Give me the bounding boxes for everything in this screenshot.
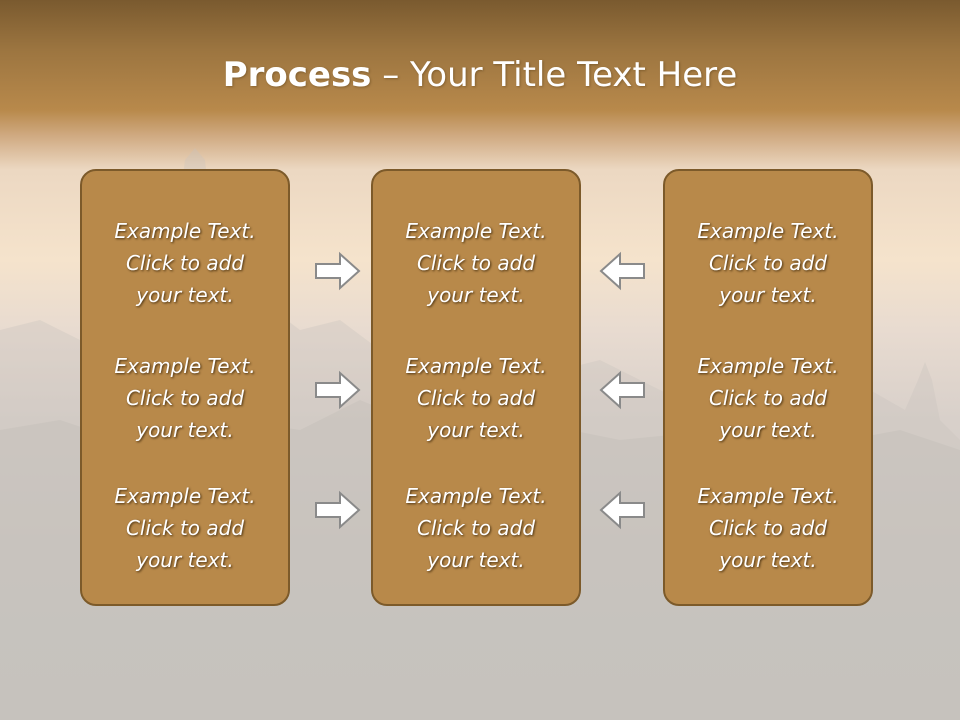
text-block[interactable]: Example Text. Click to add your text. [82, 480, 288, 576]
right-arrow-icon[interactable] [314, 490, 362, 530]
text-line: Example Text. [697, 354, 839, 378]
text-line: your text. [136, 548, 234, 572]
text-block[interactable]: Example Text. Click to add your text. [82, 350, 288, 446]
text-line: Click to add [708, 386, 828, 410]
title-rest: – Your Title Text Here [371, 55, 738, 95]
text-block[interactable]: Example Text. Click to add your text. [373, 480, 579, 576]
text-line: your text. [136, 283, 234, 307]
text-line: Example Text. [405, 484, 547, 508]
process-box-right[interactable]: Example Text. Click to add your text. Ex… [663, 169, 873, 606]
text-block[interactable]: Example Text. Click to add your text. [665, 350, 871, 446]
text-line: your text. [719, 283, 817, 307]
text-block[interactable]: Example Text. Click to add your text. [82, 215, 288, 311]
text-line: Example Text. [405, 219, 547, 243]
text-line: your text. [136, 418, 234, 442]
process-box-center[interactable]: Example Text. Click to add your text. Ex… [371, 169, 581, 606]
text-block[interactable]: Example Text. Click to add your text. [665, 215, 871, 311]
left-arrow-icon[interactable] [598, 251, 646, 291]
right-arrow-icon[interactable] [314, 370, 362, 410]
text-line: Example Text. [114, 219, 256, 243]
text-line: your text. [719, 548, 817, 572]
text-line: your text. [719, 418, 817, 442]
text-line: Example Text. [114, 354, 256, 378]
text-block[interactable]: Example Text. Click to add your text. [373, 350, 579, 446]
text-line: Example Text. [114, 484, 256, 508]
text-line: Click to add [125, 386, 245, 410]
text-line: Click to add [125, 251, 245, 275]
slide-title[interactable]: Process – Your Title Text Here [0, 52, 960, 98]
text-line: Click to add [416, 516, 536, 540]
text-line: Example Text. [697, 484, 839, 508]
text-line: Click to add [125, 516, 245, 540]
text-line: Click to add [416, 251, 536, 275]
text-block[interactable]: Example Text. Click to add your text. [665, 480, 871, 576]
text-block[interactable]: Example Text. Click to add your text. [373, 215, 579, 311]
left-arrow-icon[interactable] [598, 490, 646, 530]
text-line: your text. [427, 548, 525, 572]
text-line: your text. [427, 283, 525, 307]
text-line: Click to add [708, 516, 828, 540]
text-line: Click to add [708, 251, 828, 275]
title-bold: Process [222, 55, 372, 95]
right-arrow-icon[interactable] [314, 251, 362, 291]
text-line: Click to add [416, 386, 536, 410]
process-box-left[interactable]: Example Text. Click to add your text. Ex… [80, 169, 290, 606]
text-line: your text. [427, 418, 525, 442]
text-line: Example Text. [405, 354, 547, 378]
text-line: Example Text. [697, 219, 839, 243]
left-arrow-icon[interactable] [598, 370, 646, 410]
